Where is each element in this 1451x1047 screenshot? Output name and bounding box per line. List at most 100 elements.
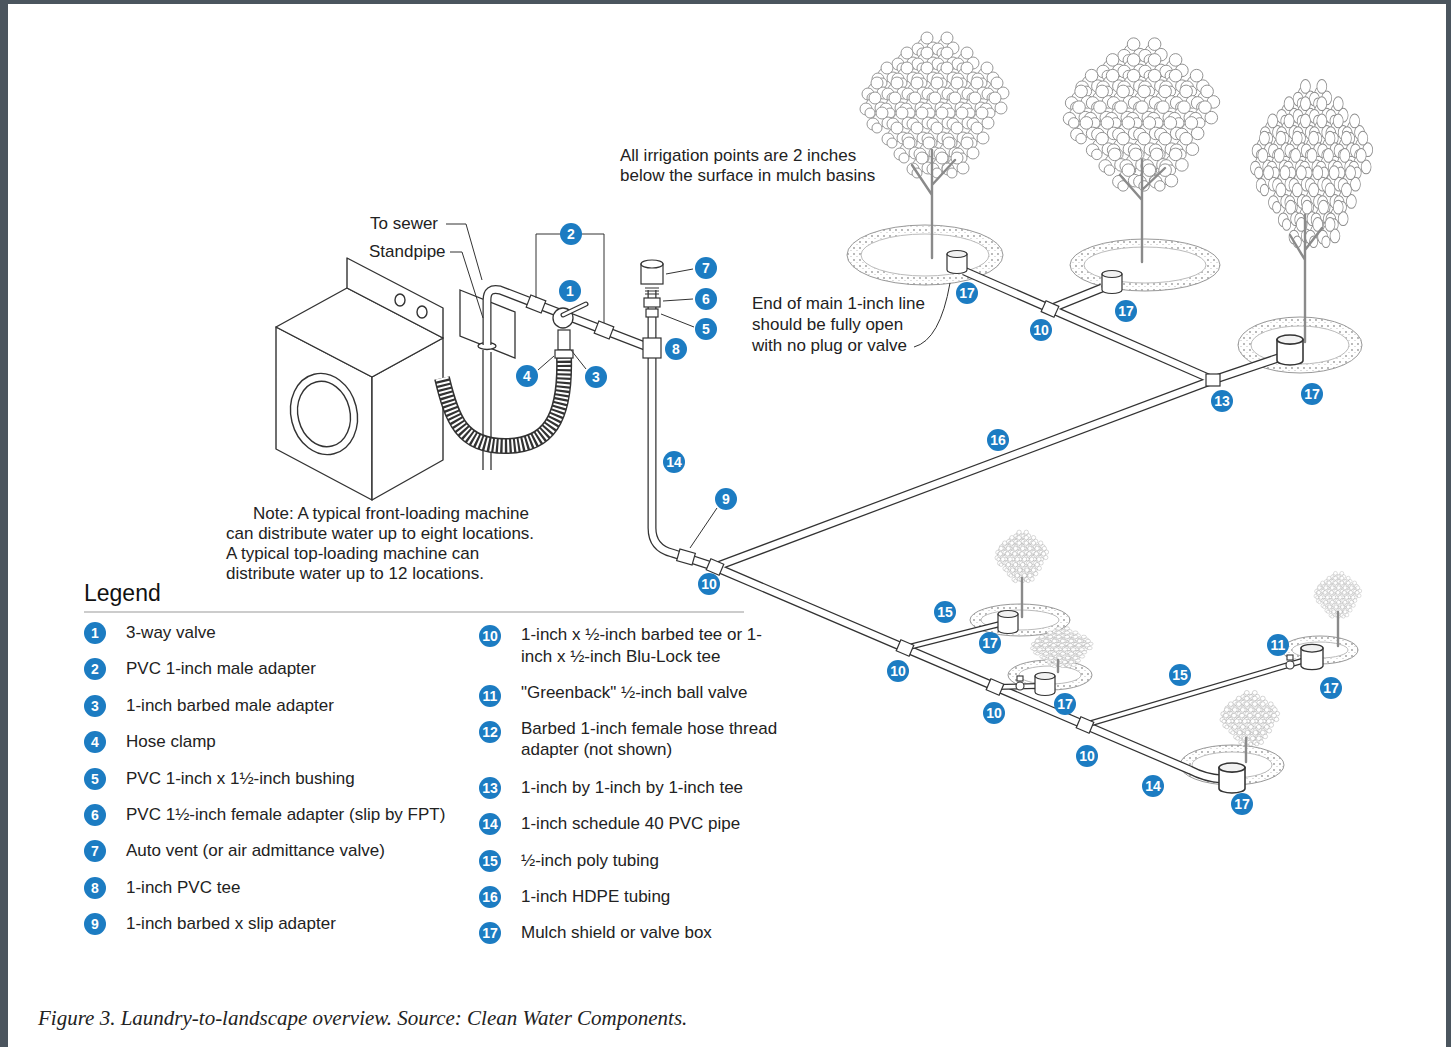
label-box: To sewer (370, 214, 438, 234)
legend-text: 1-inch schedule 40 PVC pipe (521, 813, 740, 835)
tree (912, 150, 955, 258)
tree (995, 530, 1049, 583)
mulch-shield (1102, 271, 1122, 294)
legend-entry: 1-inch x ½-inch barbed tee or 1-inch x ½… (521, 624, 766, 668)
callout-number: 10 (1079, 748, 1095, 764)
legend-text: Barbed 1-inch female hose thread adapter… (521, 718, 806, 760)
legend-text: 1-inch barbed x slip adapter (126, 913, 336, 935)
callout-circle: 13 (479, 777, 501, 799)
ball-valve (1287, 655, 1293, 660)
pipe (715, 380, 1213, 567)
drain-hose (442, 356, 564, 446)
callout-circle: 7 (695, 257, 717, 279)
callout-number: 3 (91, 698, 99, 714)
label-box: Note: A typical front-loading machine ca… (226, 504, 544, 584)
callout-circle: 12 (479, 721, 501, 743)
callout-number: 11 (483, 688, 498, 704)
tree (1031, 627, 1094, 668)
legend-entry: 1-inch schedule 40 PVC pipe (521, 813, 740, 835)
legend-text: PVC 1½-inch female adapter (slip by FPT) (126, 804, 445, 826)
ball-valve (1017, 676, 1023, 681)
tree (1337, 612, 1339, 646)
label-box: End of main 1-inch line should be fully … (752, 293, 932, 356)
callout-number: 16 (990, 432, 1006, 448)
pipe-fitting (1076, 717, 1094, 734)
callout-number: 16 (482, 889, 498, 905)
leader-line (571, 350, 586, 369)
callout-circle: 17 (1054, 693, 1076, 715)
callout-number: 17 (1057, 696, 1073, 712)
legend-entry: Auto vent (or air admittance valve) (126, 840, 385, 862)
pipe-fitting (677, 549, 696, 565)
pipe-fitting (896, 640, 914, 657)
washing-machine (291, 376, 357, 453)
callout-circle: 16 (987, 429, 1009, 451)
callout-circle: 17 (1320, 677, 1342, 699)
legend-entry: 1-inch barbed x slip adapter (126, 913, 336, 935)
callout-circle: 17 (1115, 300, 1137, 322)
figure-caption: Figure 3. Laundry-to-landscape overview.… (38, 1005, 687, 1031)
pipe (964, 271, 1213, 380)
label-box: Legend (84, 579, 161, 607)
mulch-shield (947, 251, 1323, 793)
washing-machine (347, 258, 443, 338)
legend-entry: 1-inch PVC tee (126, 877, 240, 899)
callout-number: 13 (482, 780, 498, 796)
pipe (964, 271, 1213, 380)
washing-machine (417, 306, 427, 318)
pipe-fitting (594, 321, 614, 339)
callout-number: 17 (482, 925, 498, 941)
tree (1220, 690, 1280, 745)
legend-entry: "Greenback" ½-inch ball valve (521, 682, 748, 704)
legend-entry: PVC 1½-inch female adapter (slip by FPT) (126, 804, 445, 826)
callout-circle: 8 (665, 338, 687, 360)
legend-text: Auto vent (or air admittance valve) (126, 840, 385, 862)
callout-circle: 3 (585, 366, 607, 388)
tree (1021, 578, 1023, 617)
callout-circle: 10 (698, 573, 720, 595)
pipe (1085, 661, 1302, 725)
callout-number: 17 (959, 285, 975, 301)
callout-number: 9 (722, 491, 730, 507)
ball-valve (1016, 682, 1024, 690)
legend-text: "Greenback" ½-inch ball valve (521, 682, 748, 704)
washing-machine (276, 258, 443, 500)
tree (1251, 80, 1373, 248)
pipe-fitting (644, 298, 660, 307)
callout-number: 15 (1172, 667, 1188, 683)
callout-circle: 13 (1211, 390, 1233, 412)
callout-number: 10 (701, 576, 717, 592)
caption-box: Figure 3. Laundry-to-landscape overview.… (38, 1005, 687, 1031)
pipe (487, 271, 1302, 779)
label-box: Standpipe (369, 242, 446, 262)
three-way-valve (563, 304, 586, 315)
three-way-valve (553, 304, 586, 328)
callout-circle: 3 (84, 695, 106, 717)
callout-circle: 6 (84, 804, 106, 826)
callout-circle: 11 (479, 685, 501, 707)
callout-number: 10 (482, 628, 498, 644)
callout-number: 10 (986, 705, 1002, 721)
callout-circle: 9 (84, 913, 106, 935)
callout-number: 15 (937, 604, 953, 620)
callout-number: 4 (91, 734, 99, 750)
callout-circle: 7 (84, 840, 106, 862)
callout-circle: 10 (887, 660, 909, 682)
callout-number: 8 (91, 880, 99, 896)
mulch-shield (1301, 644, 1323, 669)
legend-entry: 1-inch HDPE tubing (521, 886, 670, 908)
callout-circle: 17 (956, 282, 978, 304)
tree (1120, 160, 1165, 262)
tree (1290, 215, 1322, 342)
callout-circle: 6 (695, 288, 717, 310)
callout-circle: 10 (479, 625, 501, 647)
callout-number: 4 (523, 368, 531, 384)
callout-circle: 4 (84, 731, 106, 753)
pipe-fitting (641, 260, 663, 268)
callout-number: 8 (672, 341, 680, 357)
callout-circle: 8 (84, 877, 106, 899)
pipe-fitting (645, 288, 659, 294)
callout-number: 6 (91, 807, 99, 823)
mulch-shield (998, 611, 1018, 634)
